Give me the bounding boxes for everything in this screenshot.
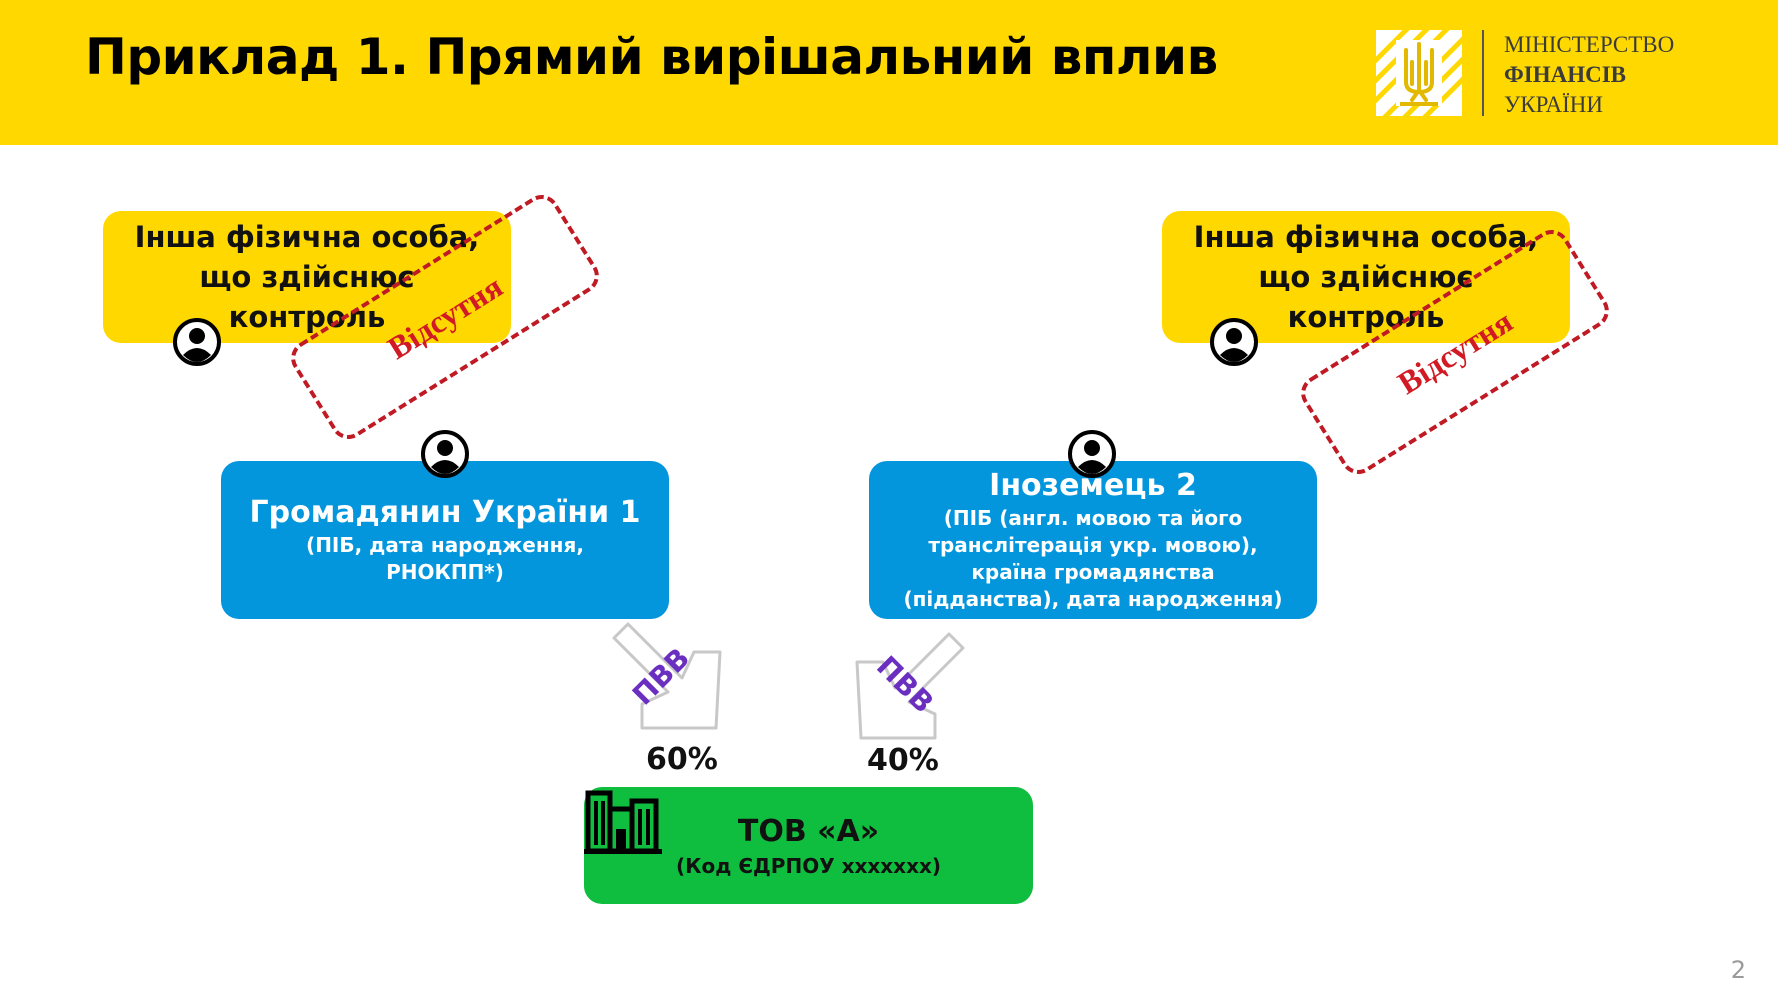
ministry-line-2: ФІНАНСІВ xyxy=(1504,62,1626,87)
ministry-name: МІНІСТЕРСТВО ФІНАНСІВ УКРАЇНИ xyxy=(1504,30,1674,120)
left-controller-line-1: Інша фізична особа, xyxy=(134,220,480,254)
right-controller-line-3: контроль xyxy=(1287,300,1445,334)
company-name: ТОВ «А» xyxy=(737,813,880,849)
left-controller-person-icon xyxy=(173,318,221,366)
owner1-name: Громадянин України 1 xyxy=(249,495,641,530)
owner1-details-line-1: (ПІБ, дата народження, xyxy=(306,533,584,557)
ministry-line-1: МІНІСТЕРСТВО xyxy=(1504,32,1675,57)
owner1-box: Громадянин України 1 (ПІБ, дата народжен… xyxy=(221,461,669,619)
header-bar: Приклад 1. Прямий вирішальний вплив МІНІ… xyxy=(0,0,1778,145)
owner1-details-line-2: РНОКПП*) xyxy=(386,560,504,584)
page-title: Приклад 1. Прямий вирішальний вплив xyxy=(85,28,1218,86)
company-code: (Код ЄДРПОУ ххххххх) xyxy=(675,853,942,878)
owner2-person-icon xyxy=(1068,430,1116,478)
owner2-details-line-1: (ПІБ (англ. мовою та його xyxy=(943,506,1243,530)
left-share-percent: 60% xyxy=(646,742,718,777)
owner2-details-line-3: країна громадянства xyxy=(971,560,1215,584)
left-absent-stamp-text: Відсутня xyxy=(381,267,509,366)
building-icon xyxy=(584,790,662,854)
left-ownership-arrow-icon xyxy=(612,622,722,730)
page-number: 2 xyxy=(1730,956,1746,984)
right-controller-person-icon xyxy=(1210,318,1258,366)
right-controller-line-2: що здійснює xyxy=(1258,260,1474,294)
owner2-details-line-2: транслітерація укр. мовою), xyxy=(928,533,1258,557)
right-controller-line-1: Інша фізична особа, xyxy=(1193,220,1539,254)
owner1-person-icon xyxy=(421,430,469,478)
company-box: ТОВ «А» (Код ЄДРПОУ ххххххх) xyxy=(584,787,1033,904)
left-controller-box: Інша фізична особа, що здійснює контроль xyxy=(103,211,511,343)
owner2-box: Іноземець 2 (ПІБ (англ. мовою та його тр… xyxy=(869,461,1317,619)
trident-emblem-icon xyxy=(1376,30,1462,116)
right-share-percent: 40% xyxy=(867,743,939,778)
left-controller-line-3: контроль xyxy=(228,300,386,334)
ministry-line-3: УКРАЇНИ xyxy=(1504,92,1603,117)
right-absent-stamp-text: Відсутня xyxy=(1391,302,1519,401)
left-controller-line-2: що здійснює xyxy=(199,260,415,294)
logo-divider xyxy=(1482,30,1484,116)
owner2-details-line-4: (підданства), дата народження) xyxy=(903,587,1283,611)
right-ownership-arrow-icon xyxy=(855,632,965,740)
